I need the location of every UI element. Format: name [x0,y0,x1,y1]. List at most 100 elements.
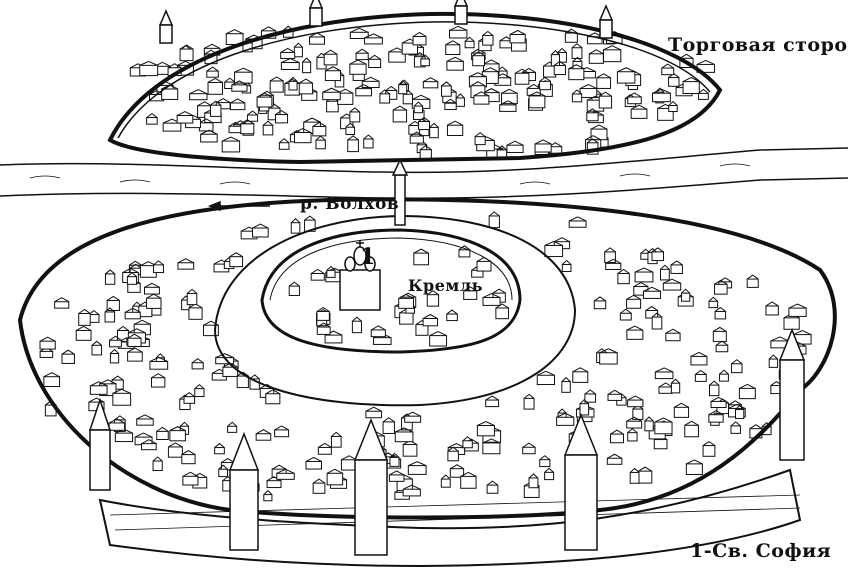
legend-sofia: 1-Св. София [690,540,832,562]
house [446,313,458,322]
house-roof [261,26,277,32]
house [476,260,492,272]
house-roof [598,91,612,97]
house [690,355,708,366]
house-roof [280,47,295,53]
house [449,468,465,478]
house [509,33,526,44]
house-roof [365,406,382,412]
house-roof [539,76,551,82]
house [712,330,727,343]
house [544,244,564,258]
house [605,262,622,270]
house [522,446,536,455]
house [294,132,312,144]
house [702,445,716,457]
house [627,432,638,442]
house [420,58,430,67]
house [262,124,274,136]
house-roof [279,138,290,144]
house-roof [236,371,249,377]
house-roof [788,303,807,309]
house [312,482,326,494]
house [315,139,326,150]
house-roof [345,122,355,128]
house [495,307,510,320]
house [252,227,269,238]
house-roof [660,264,670,270]
house-roof [168,442,183,448]
house [528,95,546,109]
house [604,251,616,264]
house-roof [429,331,447,337]
house [734,409,745,419]
house-roof [770,336,789,342]
house-roof [627,427,638,434]
house [200,133,218,143]
house-roof [136,414,154,420]
house [765,305,779,316]
house [146,117,158,125]
river-volkhov [0,147,848,174]
house [398,297,414,309]
house [429,335,448,347]
house-roof [382,417,395,423]
house [167,446,183,458]
house [267,107,281,121]
house-roof [626,294,641,300]
house-roof [638,466,653,472]
house [388,51,406,63]
house [188,307,203,320]
house-roof [483,88,500,94]
house-roof [514,68,530,74]
house [561,264,572,272]
house-roof [408,461,427,467]
house [229,102,246,111]
house [402,444,418,457]
house-roof [262,120,274,126]
river-ripples [29,163,751,185]
house-roof [303,117,321,123]
house-roof [652,88,671,94]
house [460,475,477,489]
house-roof [445,40,461,46]
house-roof [569,216,587,222]
house-roof [429,122,439,128]
house [355,52,369,61]
house-roof [127,333,142,339]
house [579,88,598,98]
house-roof [153,260,164,266]
house [564,32,578,43]
house-roof [368,54,381,60]
house [322,91,341,101]
house [156,430,169,440]
house [293,46,303,58]
house [660,268,670,281]
house-roof [112,388,131,394]
house [402,488,421,497]
house-roof [269,76,284,82]
house [177,262,195,270]
house-roof [149,356,168,362]
house [654,421,673,435]
house-roof [183,392,195,398]
house-roof [579,399,589,405]
house-roof [537,370,555,376]
house-roof [128,328,146,334]
house [644,420,654,432]
house [539,80,552,91]
house-roof [398,79,408,86]
house [584,393,597,403]
house [288,80,298,91]
house-roof [108,418,125,424]
house [269,80,284,93]
house [426,294,440,307]
house [266,480,282,489]
house-roof [551,49,560,55]
house [670,382,681,394]
house [473,95,490,105]
house-roof [626,416,642,422]
house-roof [347,135,359,141]
kremlin-wall [260,228,522,354]
house [256,96,273,108]
